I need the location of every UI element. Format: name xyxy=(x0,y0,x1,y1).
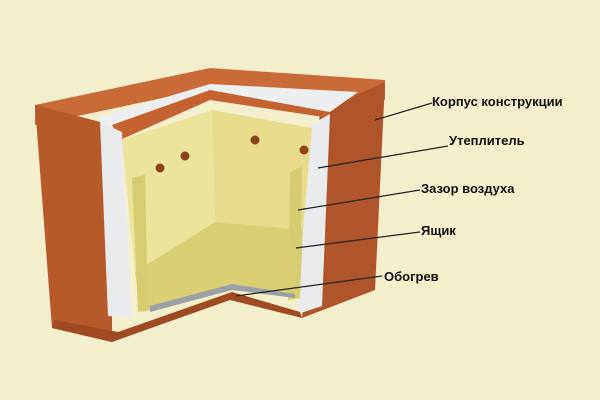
vent-hole xyxy=(180,151,190,161)
label-body: Корпус конструкции xyxy=(432,94,563,109)
label-insulation: Утеплитель xyxy=(449,133,525,148)
leader-line-air-gap xyxy=(297,189,421,211)
box-left-edge xyxy=(132,175,148,312)
label-air-gap: Зазор воздуха xyxy=(421,181,515,196)
vent-hole xyxy=(155,163,165,173)
leader-line-box xyxy=(295,231,421,249)
outer-left-panel xyxy=(35,105,112,342)
top-insulation-strip xyxy=(96,84,358,132)
box-right-edge xyxy=(288,166,302,300)
label-heating: Обогрев xyxy=(384,269,439,284)
left-insulation xyxy=(100,122,132,318)
vent-hole xyxy=(299,145,309,155)
leader-line-body xyxy=(374,102,433,121)
leader-line-insulation xyxy=(317,145,449,169)
box-back-right-wall xyxy=(212,110,312,230)
heating-element xyxy=(150,284,295,312)
vent-hole xyxy=(250,135,260,145)
leader-line-heating xyxy=(235,275,383,297)
bottom-rim xyxy=(52,292,302,342)
label-box: Ящик xyxy=(421,223,456,238)
back-top-rim xyxy=(35,68,385,125)
back-wall xyxy=(112,90,330,140)
